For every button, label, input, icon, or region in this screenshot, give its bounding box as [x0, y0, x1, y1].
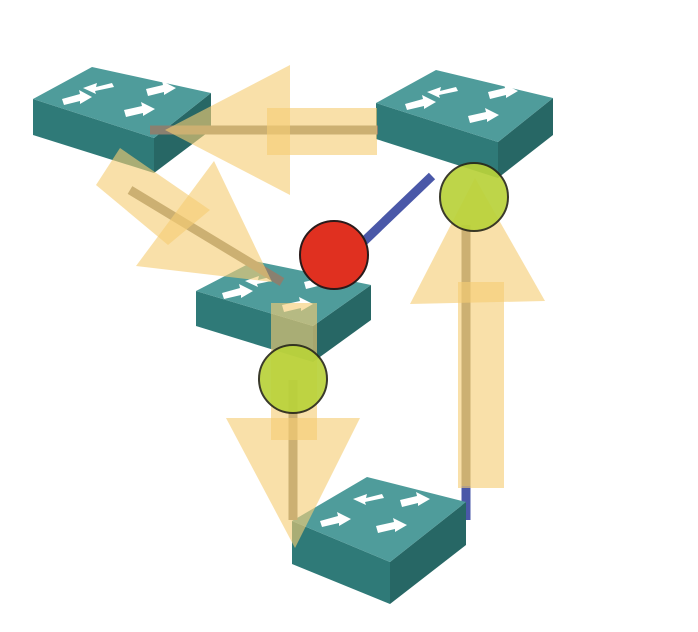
switch-bottom[interactable] — [292, 477, 466, 604]
flow-arrow-top — [165, 65, 377, 195]
flow-arrows-layer — [96, 65, 545, 548]
switch-top-right[interactable] — [376, 70, 553, 178]
green-port-icon — [439, 162, 509, 232]
ports-layer — [258, 162, 509, 414]
network-switch-icon — [320, 492, 430, 533]
flow-arrow-diagonal — [96, 148, 272, 282]
green-port-icon — [258, 344, 328, 414]
network-switch-icon — [62, 81, 176, 117]
flow-arrow-up — [410, 178, 545, 488]
network-switch-icon — [405, 84, 518, 123]
red-port-icon — [299, 220, 369, 290]
